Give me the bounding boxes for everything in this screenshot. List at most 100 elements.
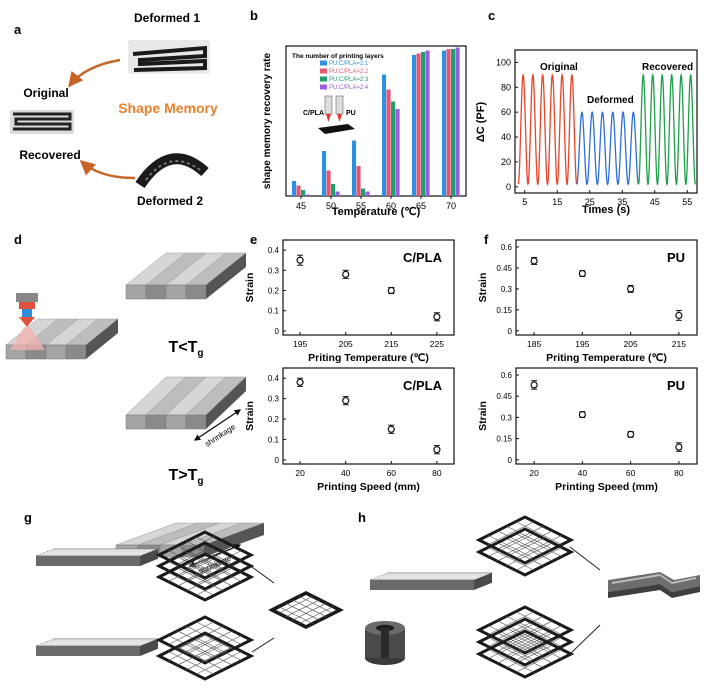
x-tick-label: 40: [341, 468, 351, 478]
grid-line: [186, 641, 233, 666]
grid-line: [506, 525, 553, 550]
x-tick-label: 5: [522, 197, 527, 207]
x-axis-label-c: Times (s): [582, 204, 630, 216]
bar-group: [292, 47, 460, 196]
grid-line: [168, 547, 215, 571]
grid-frame: [475, 617, 575, 667]
grid-line: [506, 627, 553, 652]
grid-line: [515, 611, 562, 635]
plot-title: PU: [667, 250, 685, 265]
annotation-recovered: Recovered: [642, 62, 693, 73]
grid-line: [186, 646, 233, 671]
grid-line: [195, 558, 242, 582]
panel-letter-g: g: [24, 510, 32, 525]
grid-line: [186, 625, 233, 650]
bar: [352, 140, 357, 196]
grid-line: [186, 567, 233, 592]
x-axis-label-b: Temperature (℃): [332, 206, 421, 218]
signal-lines: [517, 73, 696, 187]
filament-front: [145, 284, 167, 300]
data-point: [627, 285, 635, 293]
bar: [322, 151, 327, 196]
data-point: [578, 269, 586, 278]
x-tick-label: 20: [529, 468, 539, 478]
grid-line: [497, 644, 544, 669]
x-tick-label: 205: [339, 339, 353, 349]
y-tick-label: 60: [501, 107, 511, 117]
y-tick-label: 0: [275, 327, 280, 336]
plot-title: PU: [667, 378, 685, 393]
grid-line: [195, 572, 242, 596]
x-tick-label: 65: [416, 201, 426, 211]
grid-line: [168, 651, 215, 675]
grid-line: [488, 533, 535, 557]
filament-front: [145, 414, 167, 430]
plot-frame-c: [514, 49, 698, 194]
grid-line: [186, 562, 233, 587]
bar: [335, 191, 340, 196]
layer-stack-h-top: [475, 515, 575, 577]
inset-label-pu: PU: [346, 110, 356, 117]
grid-line: [515, 649, 562, 673]
grid-line: [488, 649, 535, 673]
legend-label: PU:C/PLA=2:4: [329, 85, 369, 91]
label-deformed-2: Deformed 2: [137, 194, 203, 208]
plate-front: [36, 556, 140, 566]
x-tick-label: 45: [650, 197, 660, 207]
grid-line: [186, 630, 233, 655]
grid-line: [497, 627, 544, 652]
bar: [361, 188, 366, 196]
label-original: Original: [23, 86, 68, 100]
grid-line: [168, 635, 215, 659]
y-tick-label: 0.3: [268, 266, 280, 275]
grid-line: [515, 635, 562, 659]
grid-line: [497, 632, 544, 657]
y-tick-label: 0.2: [268, 287, 280, 296]
plate-front: [36, 646, 140, 656]
grid-line: [278, 596, 313, 614]
x-tick-label: 80: [674, 468, 684, 478]
grid-line: [497, 615, 544, 640]
layer-stack-h-bottom: [475, 605, 575, 679]
printed-plate-1: [35, 548, 159, 566]
bar: [331, 184, 336, 196]
legend-title-b: The number of printing layers: [292, 53, 384, 60]
y-tick-label: 20: [501, 157, 511, 167]
grid-line: [177, 562, 224, 587]
grid-line: [488, 611, 535, 635]
panel-d: d T<Tg T>Tg shrinkage shrinkage: [5, 232, 265, 576]
legend-label: PU:C/PLA=2:3: [329, 77, 369, 83]
grid-line: [497, 639, 544, 664]
grid-line: [506, 644, 553, 669]
grid-line: [515, 521, 562, 545]
grid-line: [299, 596, 334, 614]
panel-letter-a: a: [14, 22, 22, 37]
x-tick-label: 25: [585, 197, 595, 207]
legend-swatch: [320, 84, 327, 90]
x-tick-label: 70: [446, 201, 456, 211]
grid-line: [168, 536, 215, 560]
data-point: [342, 397, 350, 405]
filament-front: [125, 284, 147, 300]
x-tick-label: 55: [356, 201, 366, 211]
x-tick-label: 205: [624, 339, 638, 349]
grid-line: [177, 630, 224, 655]
y-tick-label: 100: [496, 57, 511, 67]
bar: [326, 170, 331, 196]
plate-side: [140, 638, 158, 656]
grid-line: [506, 530, 553, 555]
legend-swatch: [320, 68, 327, 74]
data-point: [296, 256, 304, 264]
grid-line: [506, 537, 553, 562]
grid-line: [506, 632, 553, 657]
legend-label: PU:C/PLA=2:2: [329, 69, 369, 75]
plot-title: C/PLA: [403, 250, 443, 265]
y-tick-label: 0.6: [501, 371, 513, 380]
y-tick-label: 0.3: [501, 285, 513, 294]
inset-label-cpla: C/PLA: [303, 110, 324, 117]
bar: [455, 47, 460, 196]
